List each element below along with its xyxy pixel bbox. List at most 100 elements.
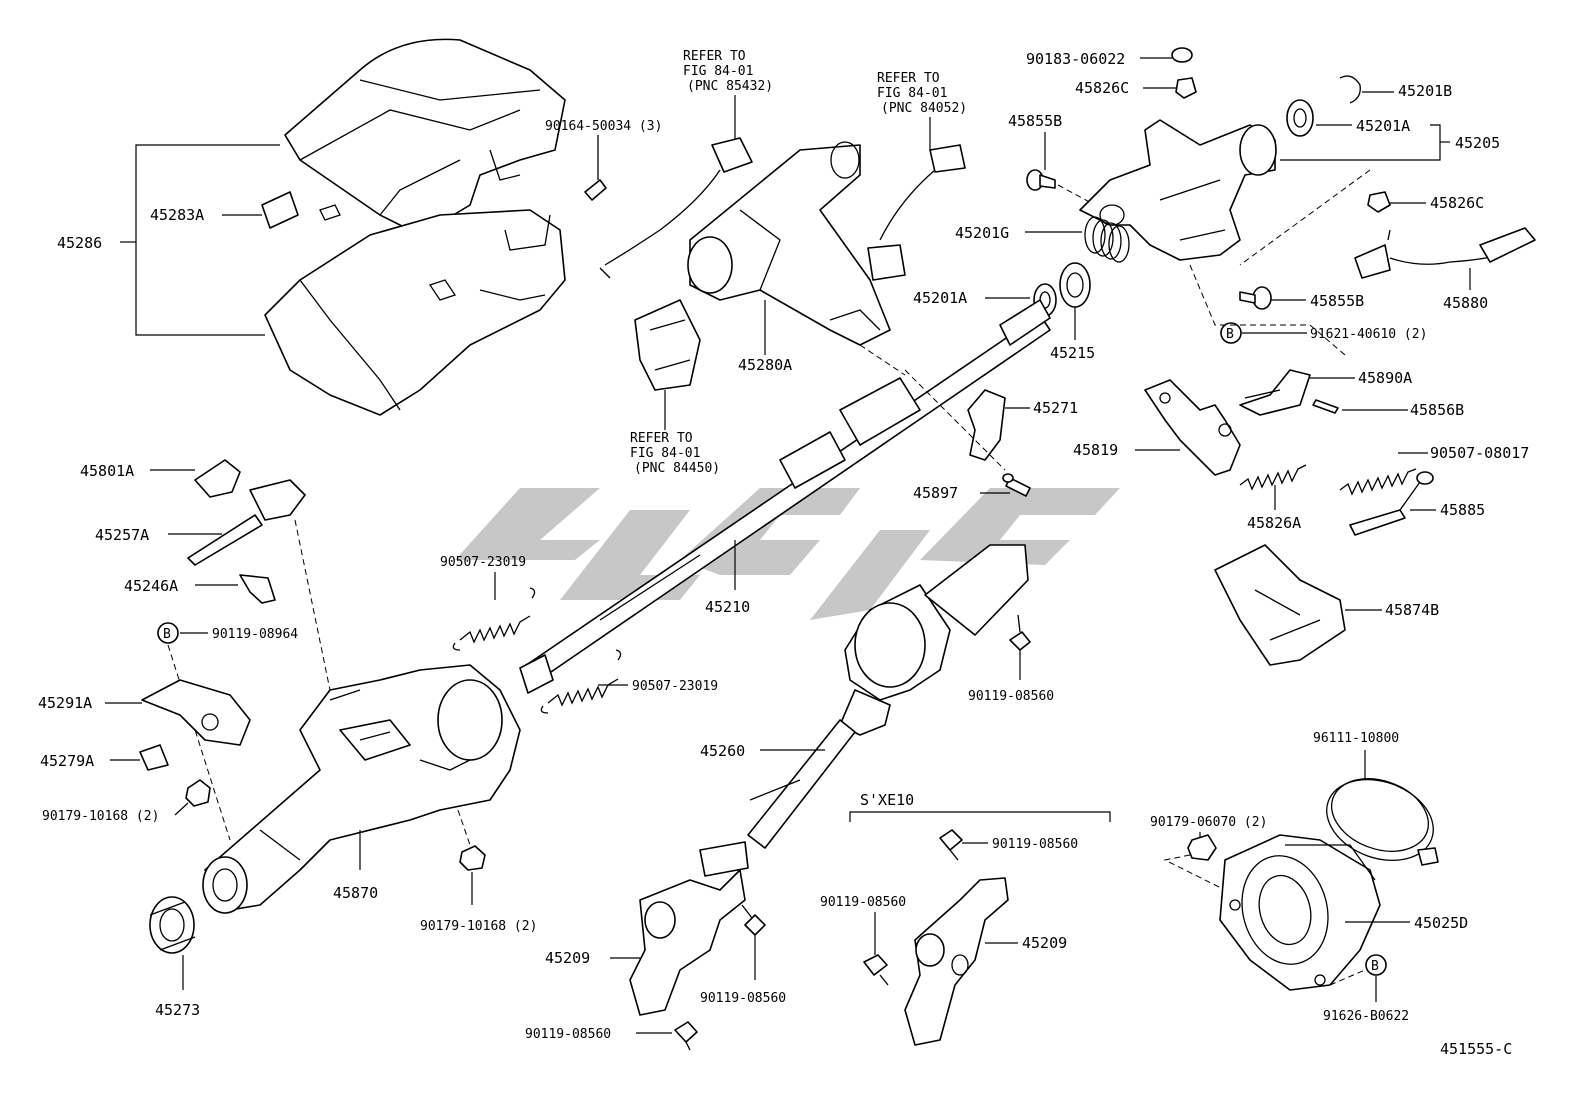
part-label-90119-08964: 90119-08964	[212, 627, 298, 642]
nut-90179-06070	[1187, 834, 1217, 861]
part-label-45283A: 45283A	[150, 206, 204, 224]
circle-b-label-2: B	[163, 627, 171, 642]
snap-ring-45201B	[1339, 75, 1361, 104]
refer-note-2-line3: (PNC 84052)	[881, 101, 967, 116]
part-label-96111-10800: 96111-10800	[1313, 731, 1399, 746]
lever-45801A	[194, 459, 241, 498]
part-label-45855B-mid: 45855B	[1310, 292, 1364, 310]
screw-90164	[584, 135, 607, 201]
part-label-45215: 45215	[1050, 344, 1095, 362]
rod-45885	[1349, 471, 1434, 536]
ignition-switch-wire	[599, 137, 753, 279]
universal-joint-45209-a	[629, 841, 749, 1016]
clip-90183	[1171, 47, 1193, 63]
circle-b-91621: B	[1220, 322, 1242, 344]
part-label-45209-b: 45209	[1022, 934, 1067, 952]
part-label-45025D: 45025D	[1414, 914, 1468, 932]
refer-note-3-line2: FIG 84-01	[630, 446, 700, 461]
spring-90507-23019-a	[452, 587, 536, 651]
switch-bracket-84450	[634, 299, 701, 391]
bracket-45286	[120, 144, 280, 336]
part-label-45880: 45880	[1443, 294, 1488, 312]
refer-note-3-line1: REFER TO	[630, 431, 693, 446]
spring-45201G	[1084, 216, 1130, 263]
cover-pad-45283A	[261, 191, 299, 229]
part-label-45874B: 45874B	[1385, 601, 1439, 619]
refer-note-1-line3: (PNC 85432)	[687, 79, 773, 94]
column-tube-45870	[202, 664, 521, 914]
circle-b-90119-08964: B	[157, 622, 179, 644]
bolt-90119-08560-a	[1009, 614, 1031, 651]
refer-note-1-line2: FIG 84-01	[683, 64, 753, 79]
part-label-45819: 45819	[1073, 441, 1118, 459]
column-cover-upper-part	[284, 38, 566, 236]
circle-b-91626: B	[1365, 954, 1387, 976]
part-label-90183-06022: 90183-06022	[1026, 50, 1125, 68]
part-label-45201G: 45201G	[955, 224, 1009, 242]
spring-45826A	[1239, 464, 1307, 491]
part-label-45209-a: 45209	[545, 949, 590, 967]
part-label-45260: 45260	[700, 742, 745, 760]
boot-45025D	[1219, 834, 1381, 991]
column-cover-lower-part	[264, 204, 566, 416]
lever-45890A	[1239, 369, 1311, 416]
lever-45257A	[187, 479, 306, 566]
pin-45897	[1002, 473, 1031, 497]
part-label-90119-08560-e: 90119-08560	[820, 895, 906, 910]
cover-45874B	[1214, 544, 1346, 666]
bearing-45273	[149, 896, 196, 954]
pin-45856B	[1312, 399, 1339, 414]
part-label-45210: 45210	[705, 598, 750, 616]
part-label-45885: 45885	[1440, 501, 1485, 519]
part-label-45897: 45897	[913, 484, 958, 502]
part-label-90507-08017: 90507-08017	[1430, 444, 1529, 462]
part-label-45205: 45205	[1455, 134, 1500, 152]
refer-note-3-line3: (PNC 84450)	[634, 461, 720, 476]
bracket-45271	[967, 389, 1006, 461]
clip-45826C-right	[1367, 191, 1391, 213]
part-label-90119-08560-a: 90119-08560	[968, 689, 1054, 704]
part-label-90179-06070: 90179-06070 (2)	[1150, 815, 1267, 830]
circle-b-label: B	[1226, 327, 1234, 342]
lock-bracket-45819	[1144, 379, 1241, 476]
part-label-45280A: 45280A	[738, 356, 792, 374]
part-label-90179-10168-b: 90179-10168 (2)	[420, 919, 537, 934]
part-label-90119-08560-b: 90119-08560	[700, 991, 786, 1006]
intermediate-shaft-45260	[747, 544, 1029, 849]
part-label-45826A: 45826A	[1247, 514, 1301, 532]
bolt-90119-08560-e	[863, 954, 889, 986]
bolt-45855B-mid	[1239, 286, 1272, 310]
variant-label-sxe10: S'XE10	[860, 791, 914, 809]
part-label-90119-08560-d: 90119-08560	[992, 837, 1078, 852]
steering-lock-housing-45280A	[687, 141, 891, 346]
part-label-90507-23019-b: 90507-23019	[632, 679, 718, 694]
part-label-91621-40610: 91621-40610 (2)	[1310, 327, 1427, 342]
part-label-45870: 45870	[333, 884, 378, 902]
part-label-45890A: 45890A	[1358, 369, 1412, 387]
bearing-45215	[1059, 262, 1091, 308]
refer-note-1-line1: REFER TO	[683, 49, 746, 64]
part-label-45201A-mid: 45201A	[913, 289, 967, 307]
plate-45291A	[141, 679, 251, 746]
part-label-91626-B0622: 91626-B0622	[1323, 1009, 1409, 1024]
spring-90507-23019-b	[540, 649, 622, 714]
part-label-90164-50034: 90164-50034 (3)	[545, 119, 662, 134]
clip-45279A	[139, 744, 169, 771]
part-label-45855B-top: 45855B	[1008, 112, 1062, 130]
part-label-90507-23019-a: 90507-23019	[440, 555, 526, 570]
clamp-96111-10800	[1326, 778, 1439, 866]
refer-note-2-line2: FIG 84-01	[877, 86, 947, 101]
part-label-45279A: 45279A	[40, 752, 94, 770]
part-label-45826C-right: 45826C	[1430, 194, 1484, 212]
drawing-id: 451555-C	[1440, 1040, 1512, 1058]
part-label-45801A: 45801A	[80, 462, 134, 480]
part-label-90179-10168-a: 90179-10168 (2)	[42, 809, 159, 824]
part-label-45273: 45273	[155, 1001, 200, 1019]
spring-90507-08017	[1339, 468, 1417, 496]
main-shaft-45210	[519, 299, 1051, 694]
cable-45880	[1354, 227, 1536, 279]
part-label-45271: 45271	[1033, 399, 1078, 417]
part-label-45246A: 45246A	[124, 577, 178, 595]
part-label-45826C-top: 45826C	[1075, 79, 1129, 97]
